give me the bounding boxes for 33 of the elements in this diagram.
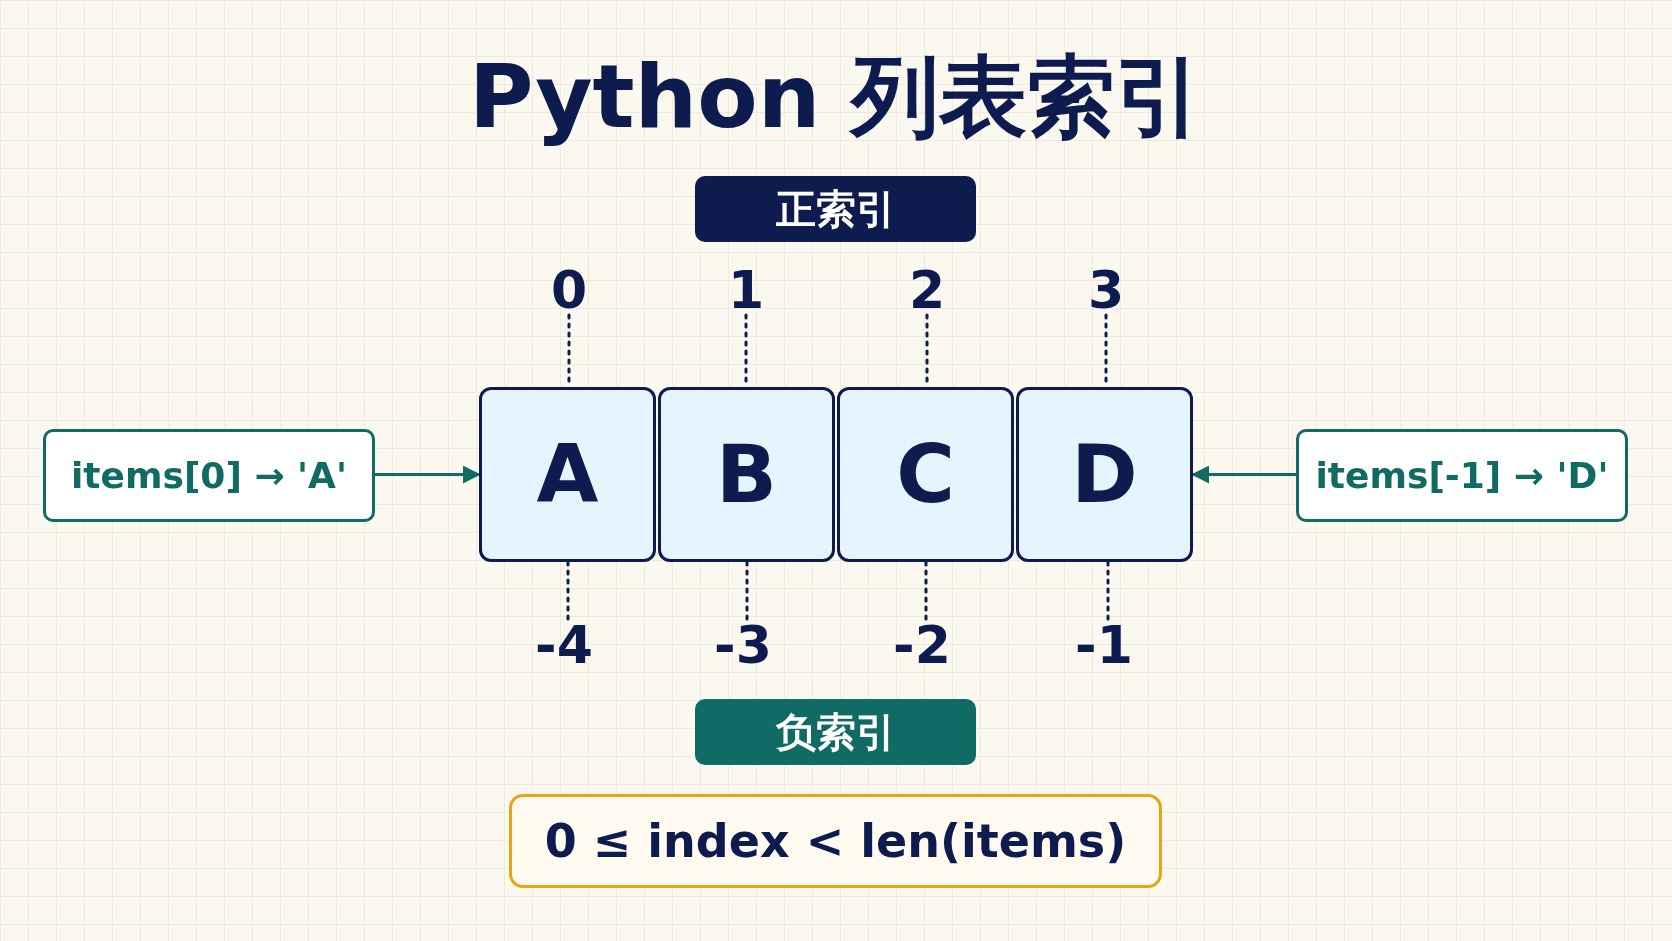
index-range-box: [509, 794, 1162, 888]
code-example-box: [43, 429, 375, 522]
element-letter: D: [1071, 428, 1138, 521]
index-number: 0: [549, 265, 589, 315]
title: Python 列表索引: [468, 44, 1204, 150]
dotted-guide-line: [745, 560, 749, 622]
element-letter: B: [716, 428, 777, 521]
code-example-box: [1296, 429, 1628, 522]
dotted-guide-line: [1106, 560, 1110, 622]
arrow: [375, 465, 481, 484]
index-number: -4: [530, 620, 598, 670]
code-text: items[-1] → 'D': [1315, 455, 1609, 496]
list-element-box: [658, 387, 835, 562]
list-element-box: [1016, 387, 1193, 562]
dotted-guide-line: [924, 560, 928, 622]
index-number: -2: [888, 620, 956, 670]
code-text: items[0] → 'A': [71, 455, 347, 496]
section-label: [695, 176, 976, 242]
index-number: -3: [709, 620, 777, 670]
label-text: 正索引: [775, 184, 896, 234]
index-number: 3: [1086, 265, 1126, 315]
arrow: [1191, 465, 1296, 484]
dotted-guide-line: [566, 560, 570, 622]
label-text: 负索引: [775, 707, 896, 757]
section-label: [695, 699, 976, 765]
list-element-box: [837, 387, 1014, 562]
index-number: 2: [907, 265, 947, 315]
formula-text: 0 ≤ index < len(items): [544, 814, 1127, 868]
index-number: 1: [726, 265, 766, 315]
list-element-box: [479, 387, 656, 562]
index-number: -1: [1070, 620, 1138, 670]
element-letter: A: [536, 428, 599, 521]
element-letter: C: [896, 428, 955, 521]
